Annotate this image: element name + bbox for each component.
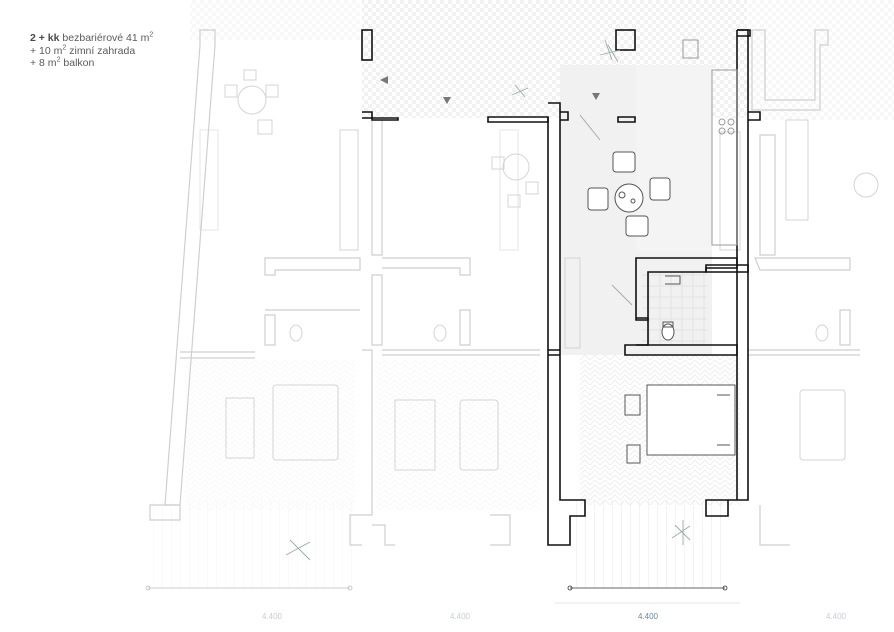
legend-title: 2 + kk bezbariérové 41 m2 <box>30 32 153 45</box>
legend-balcony: + 8 m2 balkon <box>30 57 153 70</box>
living-room-furniture <box>579 114 671 306</box>
bedroom-furniture <box>624 384 736 464</box>
legend-layout: 2 + kk <box>30 32 60 44</box>
dimension-label: 4.400 <box>825 612 847 621</box>
legend-area: bezbariérové 41 m <box>62 32 150 44</box>
legend-winter-garden: + 10 m2 zimní zahrada <box>30 44 153 58</box>
winter-garden-paving <box>190 0 894 120</box>
legend-balcony-area: + 8 m <box>30 57 57 69</box>
balcony-deck <box>145 500 728 591</box>
apartment-walls <box>361 29 761 546</box>
bedroom-floor-faded <box>375 360 540 510</box>
apartment-legend: 2 + kk bezbariérové 41 m2 + 10 m2 zimní … <box>30 32 153 70</box>
neighbour-furniture <box>199 69 879 471</box>
bathroom-fixtures <box>661 275 681 341</box>
kitchen-counter <box>682 39 738 246</box>
door-arrows <box>380 76 600 104</box>
legend-balcony-label: balkon <box>60 57 95 69</box>
dimension-label-active: 4.400 <box>637 612 659 621</box>
legend-winter-garden-label: zimní zahrada <box>66 44 136 57</box>
dimension-label: 4.400 <box>261 612 283 621</box>
plant-decorations <box>285 39 691 561</box>
legend-sup: 2 <box>149 31 154 39</box>
legend-sup: 2 <box>62 44 67 51</box>
bedroom-floor-faded <box>185 360 355 510</box>
neighbour-walls <box>149 29 860 546</box>
dimension-label: 4.400 <box>449 612 471 621</box>
legend-sup: 2 <box>56 56 61 64</box>
bathroom-floor <box>642 272 707 344</box>
legend-winter-garden-area: + 10 m <box>30 44 63 57</box>
